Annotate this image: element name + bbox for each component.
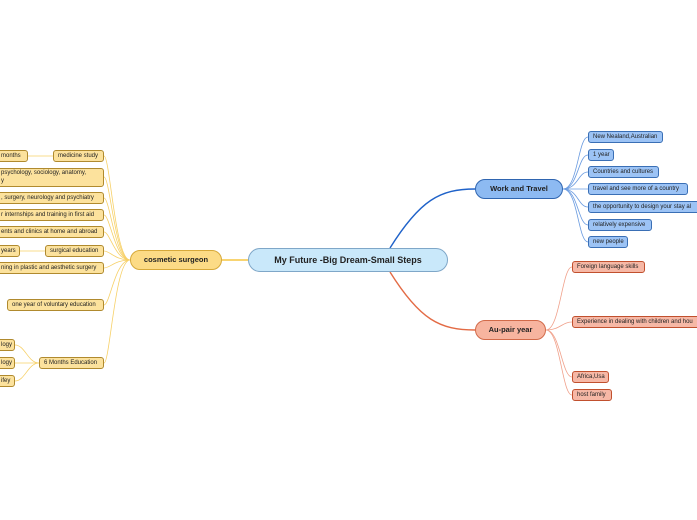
wt-item-7[interactable]: new people bbox=[588, 236, 628, 248]
node-plastic-training[interactable]: ning in plastic and aesthetic surgery bbox=[0, 262, 104, 274]
node-clinics[interactable]: ents and clinics at home and abroad bbox=[0, 226, 104, 238]
branch-cosmetic-surgeon[interactable]: cosmetic surgeon bbox=[130, 250, 222, 270]
wt-item-4[interactable]: travel and see more of a country bbox=[588, 183, 688, 195]
ap-item-1[interactable]: Foreign language skills bbox=[572, 261, 645, 273]
ap-item-2[interactable]: Experience in dealing with children and … bbox=[572, 316, 697, 328]
node-voluntary-education[interactable]: one year of voluntary education bbox=[7, 299, 104, 311]
node-subjects-line1: psychology, sociology, anatomy, bbox=[1, 170, 87, 176]
node-years[interactable]: years bbox=[0, 245, 20, 257]
wt-item-5[interactable]: the opportunity to design your stay al bbox=[588, 201, 697, 213]
node-subjects-line2: y bbox=[1, 177, 4, 184]
node-specialties[interactable]: , surgery, neurology and psychiatry bbox=[0, 192, 104, 204]
ap-item-4[interactable]: host family bbox=[572, 389, 612, 401]
node-medicine-study[interactable]: medicine study bbox=[53, 150, 104, 162]
node-internships[interactable]: r internships and training in first aid bbox=[0, 209, 104, 221]
node-months[interactable]: months bbox=[0, 150, 28, 162]
node-logy-2[interactable]: logy bbox=[0, 357, 15, 369]
node-subjects[interactable]: psychology, sociology, anatomy, y bbox=[0, 168, 104, 187]
branch-au-pair-year[interactable]: Au-pair year bbox=[475, 320, 546, 340]
node-logy-1[interactable]: logy bbox=[0, 339, 15, 351]
central-topic[interactable]: My Future -Big Dream-Small Steps bbox=[248, 248, 448, 272]
wt-item-3[interactable]: Countries and cultures bbox=[588, 166, 659, 178]
node-surgical-education[interactable]: surgical education bbox=[45, 245, 104, 257]
wt-item-6[interactable]: relatively expensive bbox=[588, 219, 652, 231]
node-ifey[interactable]: ifey bbox=[0, 375, 15, 387]
branch-work-and-travel[interactable]: Work and Travel bbox=[475, 179, 563, 199]
wt-item-1[interactable]: New Nealand,Australian bbox=[588, 131, 663, 143]
node-six-months-education[interactable]: 6 Months Education bbox=[39, 357, 104, 369]
ap-item-3[interactable]: Africa,Usa bbox=[572, 371, 609, 383]
wt-item-2[interactable]: 1 year bbox=[588, 149, 614, 161]
